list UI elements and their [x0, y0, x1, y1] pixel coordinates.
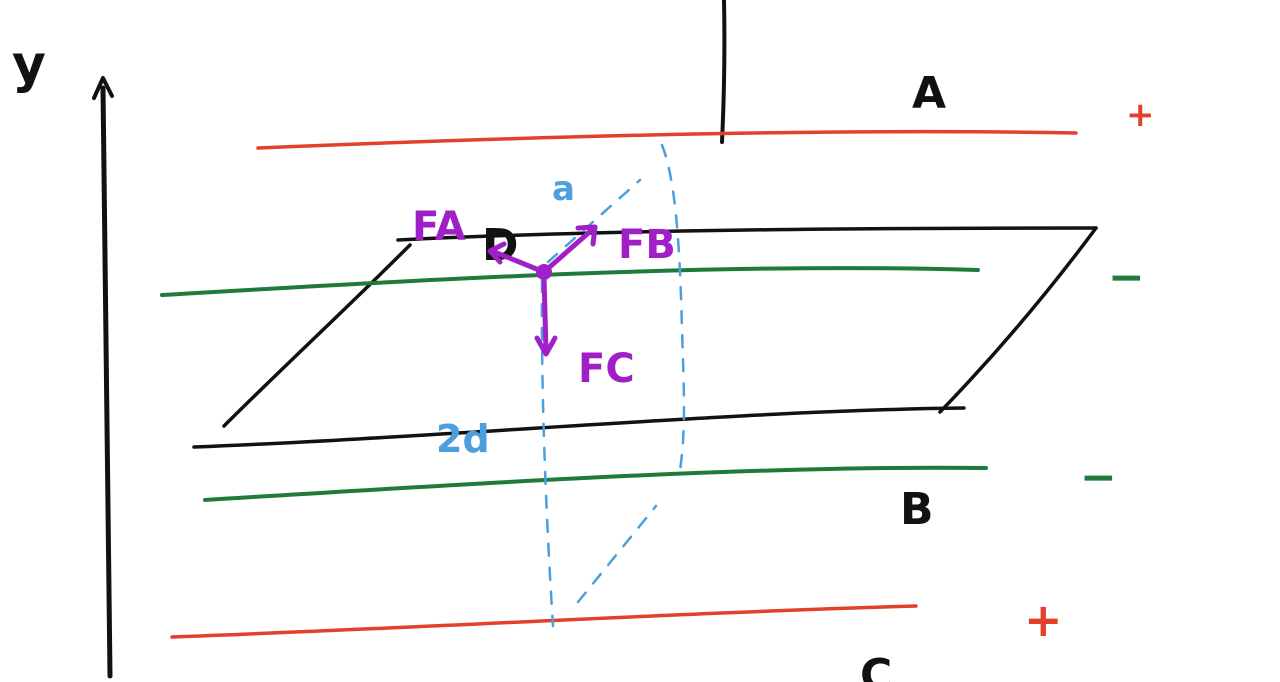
force-c-label: FC	[578, 346, 635, 392]
plane-right-edge	[938, 226, 1098, 414]
y-axis-arrowhead	[92, 76, 114, 100]
plane-left-edge	[222, 243, 412, 428]
length-a-label: a	[552, 169, 575, 209]
line-b-sign: −	[1080, 452, 1117, 503]
force-b-label: FB	[618, 222, 676, 268]
dimension-vertical-left	[540, 278, 555, 628]
y-axis-line	[100, 85, 113, 679]
vertical-wire	[720, 0, 727, 144]
force-b-arrow	[541, 225, 597, 275]
plane-bottom-edge	[192, 406, 966, 449]
force-c-arrow	[541, 273, 549, 355]
plane-top-edge	[396, 226, 1098, 242]
dimension-diagonal-bottom	[576, 504, 658, 604]
line-a-sign: +	[1126, 95, 1155, 135]
dimension-diagonal-top	[546, 178, 642, 264]
line-c-sign: +	[1024, 593, 1063, 647]
upper-green-line	[160, 266, 980, 297]
line-c-label: C	[860, 650, 892, 682]
line-b	[203, 465, 988, 502]
line-a	[256, 129, 1078, 150]
y-axis-label: y	[12, 35, 46, 95]
force-c-arrowhead	[534, 335, 558, 357]
line-c	[170, 604, 918, 639]
length-2d-label: 2d	[436, 417, 490, 461]
force-a-label: FA	[412, 204, 466, 250]
force-a-arrow	[489, 248, 547, 275]
force-a-arrowhead	[487, 241, 507, 265]
line-b-label: B	[900, 484, 934, 535]
force-b-arrowhead	[575, 224, 598, 247]
line-a-label: A	[912, 68, 946, 119]
upper-green-sign: −	[1108, 252, 1145, 303]
